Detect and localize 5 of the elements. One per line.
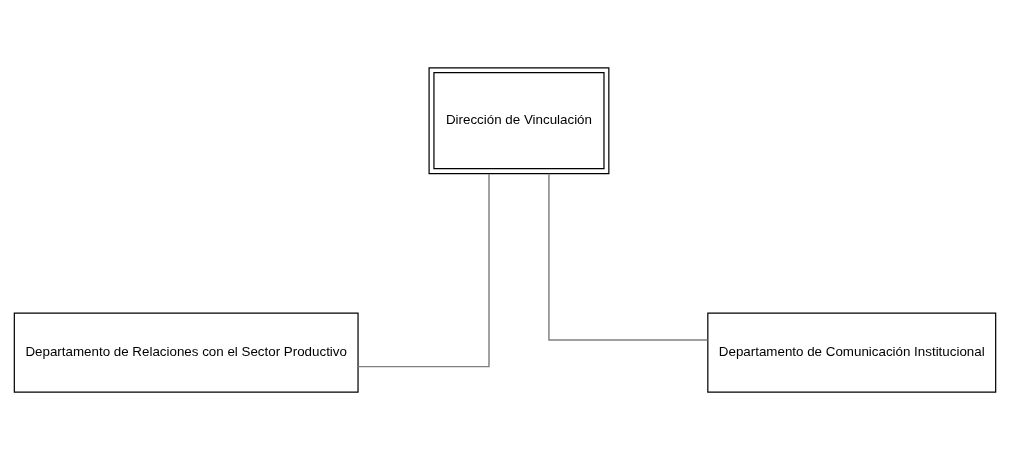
node-box: Departamento de Comunicación Institucional bbox=[706, 312, 996, 393]
connector bbox=[547, 172, 708, 341]
connector bbox=[357, 172, 490, 367]
node-box: Dirección de Vinculación bbox=[428, 66, 609, 174]
node-box: Departamento de Relaciones con el Sector Productivo bbox=[13, 312, 359, 393]
